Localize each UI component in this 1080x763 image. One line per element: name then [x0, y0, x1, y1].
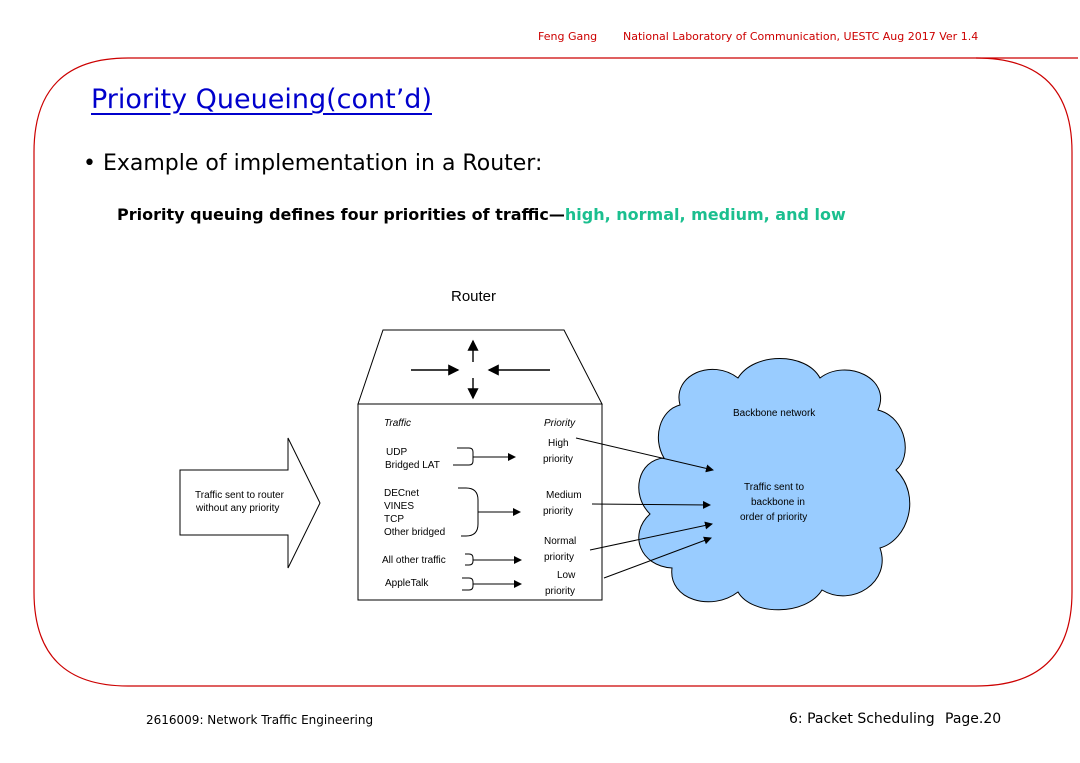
bullet-text: • Example of implementation in a Router: [83, 151, 543, 176]
priority-medium-2: priority [543, 506, 573, 517]
priority-high-2: priority [543, 454, 573, 465]
statement-levels: high, normal, medium, and low [564, 205, 846, 224]
cloud-arrow-normal [589, 521, 713, 551]
footer-course: 2616009: Network Traffic Engineering [146, 713, 374, 727]
cloud-arrow-low [603, 536, 712, 579]
slide-title: Priority Queueing(cont’d) [91, 84, 432, 115]
traffic-all-other: All other traffic [382, 555, 446, 566]
priority-statement: Priority queuing defines four priorities… [117, 205, 846, 224]
traffic-vines: VINES [384, 501, 414, 512]
priority-normal-2: priority [544, 552, 574, 563]
cloud-arrow-high [575, 437, 714, 473]
priority-low-2: priority [545, 586, 575, 597]
traffic-tcp: TCP [384, 514, 404, 525]
priority-low-1: Low [557, 570, 576, 581]
cloud-title: Backbone network [733, 408, 816, 419]
footer-chapter: 6: Packet Scheduling [789, 711, 935, 727]
backbone-cloud [638, 358, 911, 611]
traffic-appletalk: AppleTalk [385, 578, 429, 589]
traffic-header: Traffic [384, 418, 411, 429]
statement-prefix: Priority queuing defines four priorities… [117, 205, 549, 224]
footer-page: Page.20 [945, 711, 1002, 727]
priority-normal-1: Normal [544, 536, 576, 547]
header-lab: National Laboratory of Communication, UE… [623, 30, 979, 43]
cloud-text-2: backbone in [751, 497, 805, 508]
traffic-udp: UDP [386, 447, 407, 458]
priority-medium-1: Medium [546, 490, 582, 501]
priority-high-1: High [548, 438, 569, 449]
traffic-decnet: DECnet [384, 488, 419, 499]
router-top [357, 329, 603, 405]
input-arrow [179, 437, 321, 569]
header-author: Feng Gang [538, 30, 598, 43]
input-arrow-line-1: Traffic sent to router [195, 490, 285, 501]
cloud-text-1: Traffic sent to [744, 482, 804, 493]
input-arrow-line-2: without any priority [195, 503, 279, 514]
traffic-bridged-lat: Bridged LAT [385, 460, 440, 471]
router-label: Router [451, 288, 496, 305]
cloud-text-3: order of priority [740, 512, 807, 523]
statement-dash: — [548, 205, 565, 224]
traffic-other-bridged: Other bridged [384, 527, 445, 538]
router-body [357, 403, 603, 601]
cloud-arrow-medium [591, 500, 711, 509]
priority-header: Priority [544, 418, 576, 429]
bracket-group-2 [458, 487, 483, 537]
